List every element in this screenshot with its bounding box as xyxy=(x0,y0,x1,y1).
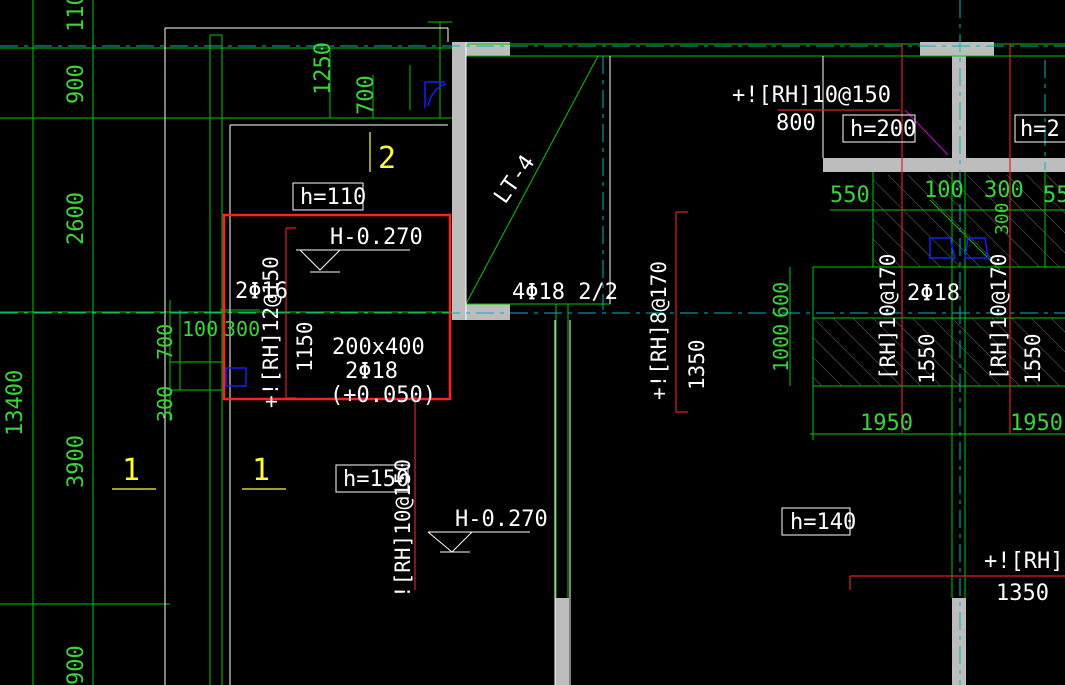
dim-1550-a: 1550 xyxy=(915,333,939,384)
dim-1950-b: 1950 xyxy=(1010,411,1063,436)
dim-700-top: 700 xyxy=(354,75,379,115)
dim-300-mid: 300 xyxy=(224,317,260,341)
section-number-1b: 1 xyxy=(252,453,270,488)
dim-700-left: 700 xyxy=(153,324,177,360)
label-h150: h=150 xyxy=(343,467,409,492)
label-h2x: h=2 xyxy=(1020,117,1060,142)
dim-1100: 1100 xyxy=(64,0,89,32)
beam-bottom-rebar: 4Φ18 2/2 xyxy=(512,280,618,305)
label-h110: h=110 xyxy=(300,185,366,210)
label-boxes xyxy=(292,114,1065,536)
dim-300-vertical: 300 xyxy=(992,202,1013,235)
elevation-symbol-2 xyxy=(427,531,530,553)
label-h200: h=200 xyxy=(850,117,916,142)
dim-300-right: 300 xyxy=(984,178,1024,203)
elevation-symbol-1 xyxy=(296,249,410,273)
dim-900-bottom: 900 xyxy=(64,645,89,685)
dim-100-right: 100 xyxy=(924,178,964,203)
section-number-1a: 1 xyxy=(122,453,140,488)
leader-line xyxy=(904,109,949,156)
rebar-rh10-top: +![RH]10@150 xyxy=(732,83,891,108)
beam-bars: 2Φ18 xyxy=(345,359,398,384)
rebar-rh8: +![RH]8@170 xyxy=(647,261,671,400)
dim-300-left: 300 xyxy=(153,386,177,422)
rebar-rh12: +![RH]12@150 xyxy=(259,256,283,408)
dim-1550-b: 1550 xyxy=(1021,333,1045,384)
walls xyxy=(452,42,1065,685)
dim-1350-right: 1350 xyxy=(996,581,1049,606)
dim-550: 550 xyxy=(830,183,870,208)
blue-marks xyxy=(225,81,989,387)
dim-900-top: 900 xyxy=(64,64,89,104)
section-number-2: 2 xyxy=(378,141,396,176)
dim-1950-a: 1950 xyxy=(860,411,913,436)
dim-13400: 13400 xyxy=(3,370,28,436)
hatched-slab-area xyxy=(813,175,1065,386)
rebar-rh10-a: [RH]10@170 xyxy=(876,254,900,380)
beam-size: 200x400 xyxy=(332,335,425,360)
beam-offset: (+0.050) xyxy=(330,383,436,408)
label-2phi18-right: 2Φ18 xyxy=(907,281,960,306)
dim-55: 55 xyxy=(1043,183,1065,208)
dim-1150: 1150 xyxy=(293,321,317,372)
elevation-label-1: H-0.270 xyxy=(330,225,423,250)
dim-2600: 2600 xyxy=(64,192,89,245)
dim-600: 600 xyxy=(769,282,793,318)
section-marks xyxy=(112,132,371,490)
dim-3900: 3900 xyxy=(64,435,89,488)
dim-1250: 1250 xyxy=(311,42,336,95)
dim-1000: 1000 xyxy=(769,324,793,372)
label-2phi16: 2Φ16 xyxy=(235,279,288,304)
rebar-rh10-left: ![RH]10@150 xyxy=(391,459,415,598)
rebar-rh8-right: +![RH]8 xyxy=(984,549,1065,574)
selection-box[interactable] xyxy=(222,213,452,401)
elevation-label-2: H-0.270 xyxy=(455,507,548,532)
rebar-rh10-b: [RH]10@170 xyxy=(987,254,1011,380)
label-h140: h=140 xyxy=(790,510,856,535)
white-outlines xyxy=(164,27,824,685)
dim-800: 800 xyxy=(776,111,816,136)
dim-1350: 1350 xyxy=(685,339,709,390)
dim-100: 100 xyxy=(182,317,218,341)
